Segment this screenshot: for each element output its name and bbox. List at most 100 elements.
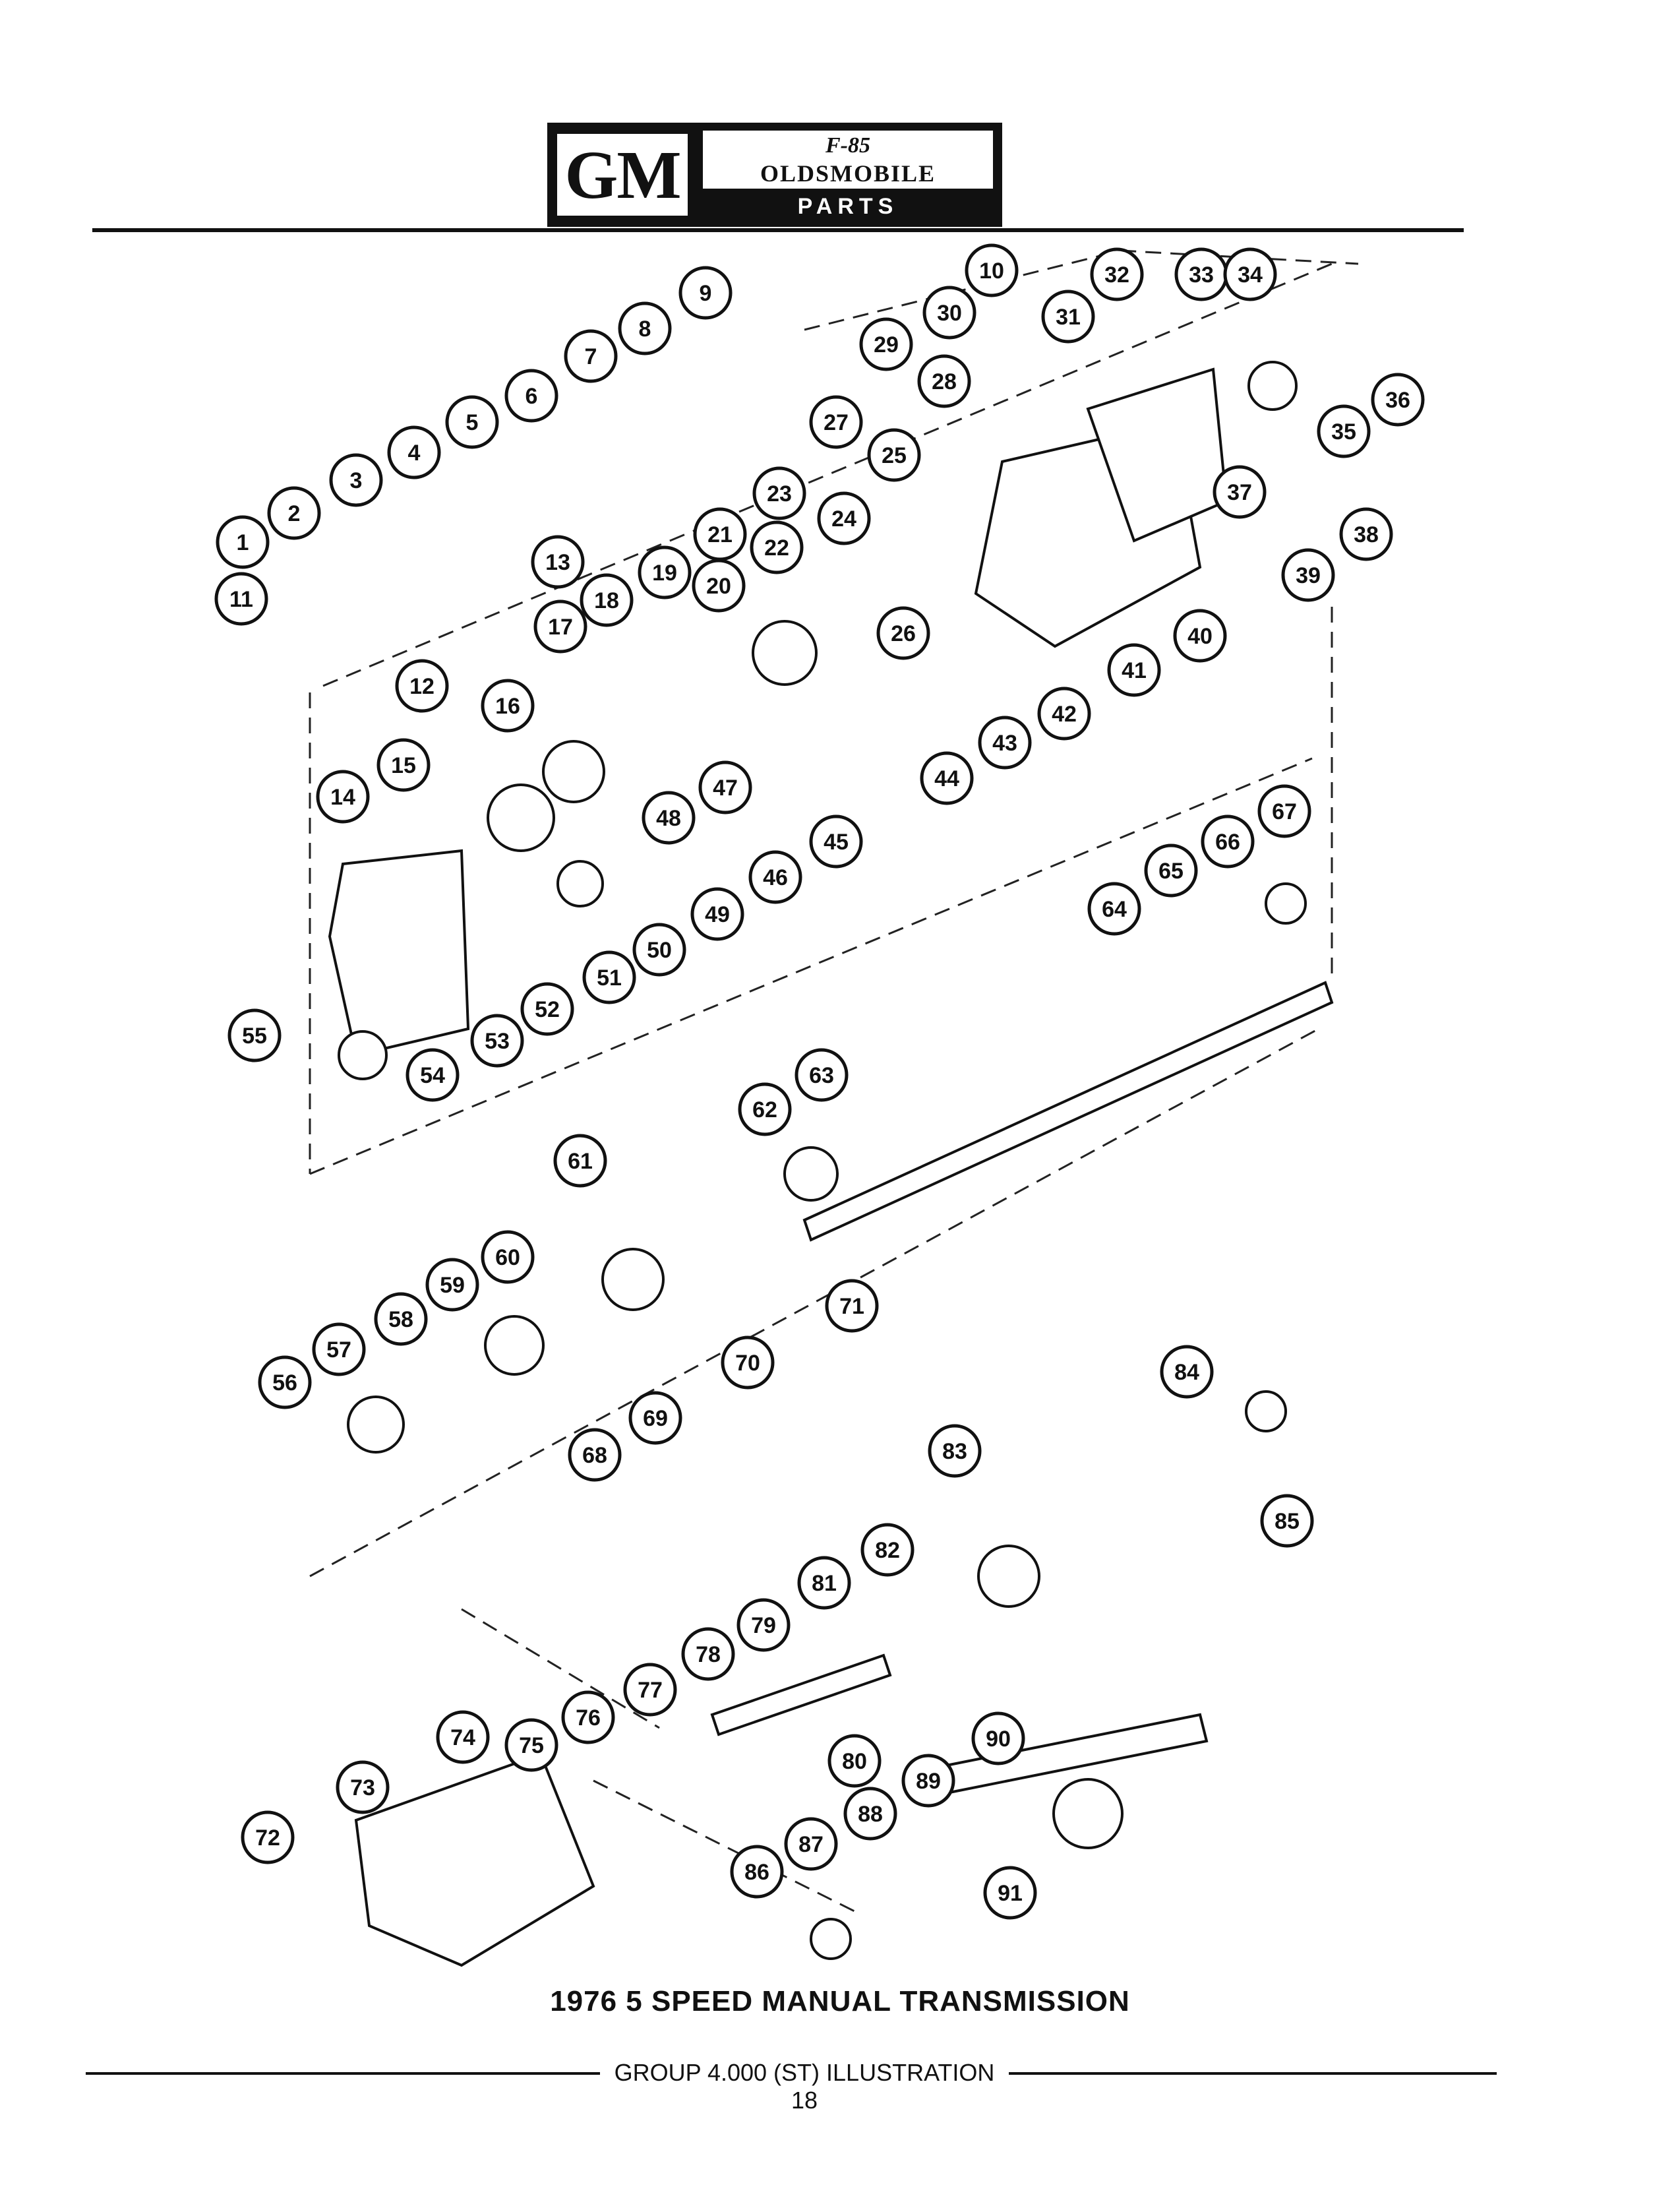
callout-circle: [638, 545, 692, 599]
callout-79: 79: [736, 1598, 791, 1652]
callout-circle: [520, 982, 574, 1036]
gear-83: [977, 1545, 1040, 1608]
brand-name: OLDSMOBILE: [760, 160, 936, 187]
callout-circle: [481, 679, 535, 733]
callout-circle: [632, 923, 686, 977]
callout-circle: [843, 1787, 897, 1841]
callout-number: 75: [519, 1733, 544, 1758]
callout-28: 28: [917, 354, 971, 408]
callout-19: 19: [638, 545, 692, 599]
clutch-housing: [328, 849, 470, 1057]
callout-number: 62: [752, 1097, 777, 1122]
output-shaft: [710, 1653, 892, 1736]
gear-56: [347, 1395, 405, 1454]
callout-75: 75: [504, 1718, 558, 1772]
callout-number: 52: [535, 997, 560, 1022]
callout-number: 2: [288, 501, 301, 526]
callout-73: 73: [336, 1760, 390, 1814]
footer-rule-left: [86, 2072, 600, 2075]
callout-circle: [1173, 609, 1227, 663]
callout-circle: [1317, 404, 1371, 458]
callout-15: 15: [376, 738, 431, 792]
callout-number: 69: [643, 1406, 668, 1431]
callout-number: 51: [597, 966, 622, 991]
callout-number: 84: [1174, 1360, 1199, 1385]
callout-89: 89: [901, 1754, 955, 1808]
callout-circle: [425, 1258, 479, 1312]
callout-number: 60: [495, 1245, 520, 1270]
bearing-36: [1247, 361, 1298, 411]
callout-circle: [920, 751, 974, 805]
callout-49: 49: [690, 887, 744, 941]
callout-58: 58: [374, 1292, 428, 1346]
callout-31: 31: [1041, 290, 1095, 344]
callout-number: 8: [639, 317, 651, 342]
rear-extension: [354, 1752, 595, 1967]
callout-number: 59: [440, 1273, 465, 1298]
callout-number: 40: [1187, 624, 1213, 649]
callout-circle: [795, 1048, 849, 1102]
callout-circle: [1107, 643, 1161, 697]
bearing-55: [338, 1030, 388, 1080]
callout-9: 9: [678, 266, 733, 320]
callout-number: 42: [1052, 702, 1077, 727]
callout-number: 33: [1189, 262, 1214, 288]
callout-circle: [618, 301, 672, 355]
callout-circle: [561, 1690, 615, 1744]
callout-circle: [553, 1134, 607, 1188]
callout-24: 24: [817, 491, 871, 545]
illustration-title: 1976 5 SPEED MANUAL TRANSMISSION: [550, 1985, 1130, 2017]
callout-circle: [568, 1428, 622, 1482]
callout-circle: [859, 317, 913, 371]
callout-number: 68: [582, 1443, 607, 1468]
callout-circle: [736, 1598, 791, 1652]
callout-circle: [329, 453, 383, 507]
callout-number: 34: [1238, 262, 1263, 288]
callout-circle: [533, 599, 587, 654]
callout-number: 56: [272, 1370, 297, 1395]
callout-number: 55: [242, 1024, 267, 1049]
callout-number: 44: [934, 766, 959, 791]
callout-number: 45: [824, 830, 849, 855]
callout-circle: [825, 1279, 879, 1333]
callout-circle: [580, 573, 634, 627]
callout-52: 52: [520, 982, 574, 1036]
callout-68: 68: [568, 1428, 622, 1482]
callout-circle: [531, 535, 585, 589]
callout-5: 5: [445, 395, 499, 449]
callout-18: 18: [580, 573, 634, 627]
callout-81: 81: [797, 1556, 851, 1610]
callout-number: 31: [1056, 305, 1081, 330]
callout-circle: [1041, 290, 1095, 344]
callout-circle: [504, 369, 558, 423]
callout-20: 20: [692, 559, 746, 613]
callout-2: 2: [267, 486, 321, 540]
callout-number: 3: [350, 468, 363, 493]
callout-35: 35: [1317, 404, 1371, 458]
callout-38: 38: [1339, 507, 1393, 561]
callout-number: 77: [638, 1678, 663, 1703]
callout-circle: [436, 1710, 490, 1764]
callout-55: 55: [227, 1008, 282, 1062]
callout-88: 88: [843, 1787, 897, 1841]
callout-number: 16: [495, 694, 520, 719]
callout-84: 84: [1160, 1345, 1214, 1399]
callout-circle: [470, 1014, 524, 1068]
callout-6: 6: [504, 369, 558, 423]
callout-circle: [316, 770, 370, 824]
callout-circle: [582, 950, 636, 1004]
callout-circle: [1371, 373, 1425, 427]
callout-circle: [901, 1754, 955, 1808]
callout-number: 26: [891, 621, 916, 646]
callout-17: 17: [533, 599, 587, 654]
callout-number: 4: [408, 441, 421, 466]
callout-23: 23: [752, 466, 806, 520]
callout-70: 70: [721, 1335, 775, 1390]
callout-circle: [564, 329, 618, 383]
callout-circle: [258, 1355, 312, 1409]
footer-rule-right: [1009, 2072, 1497, 2075]
callout-circle: [336, 1760, 390, 1814]
callout-10: 10: [965, 243, 1019, 297]
